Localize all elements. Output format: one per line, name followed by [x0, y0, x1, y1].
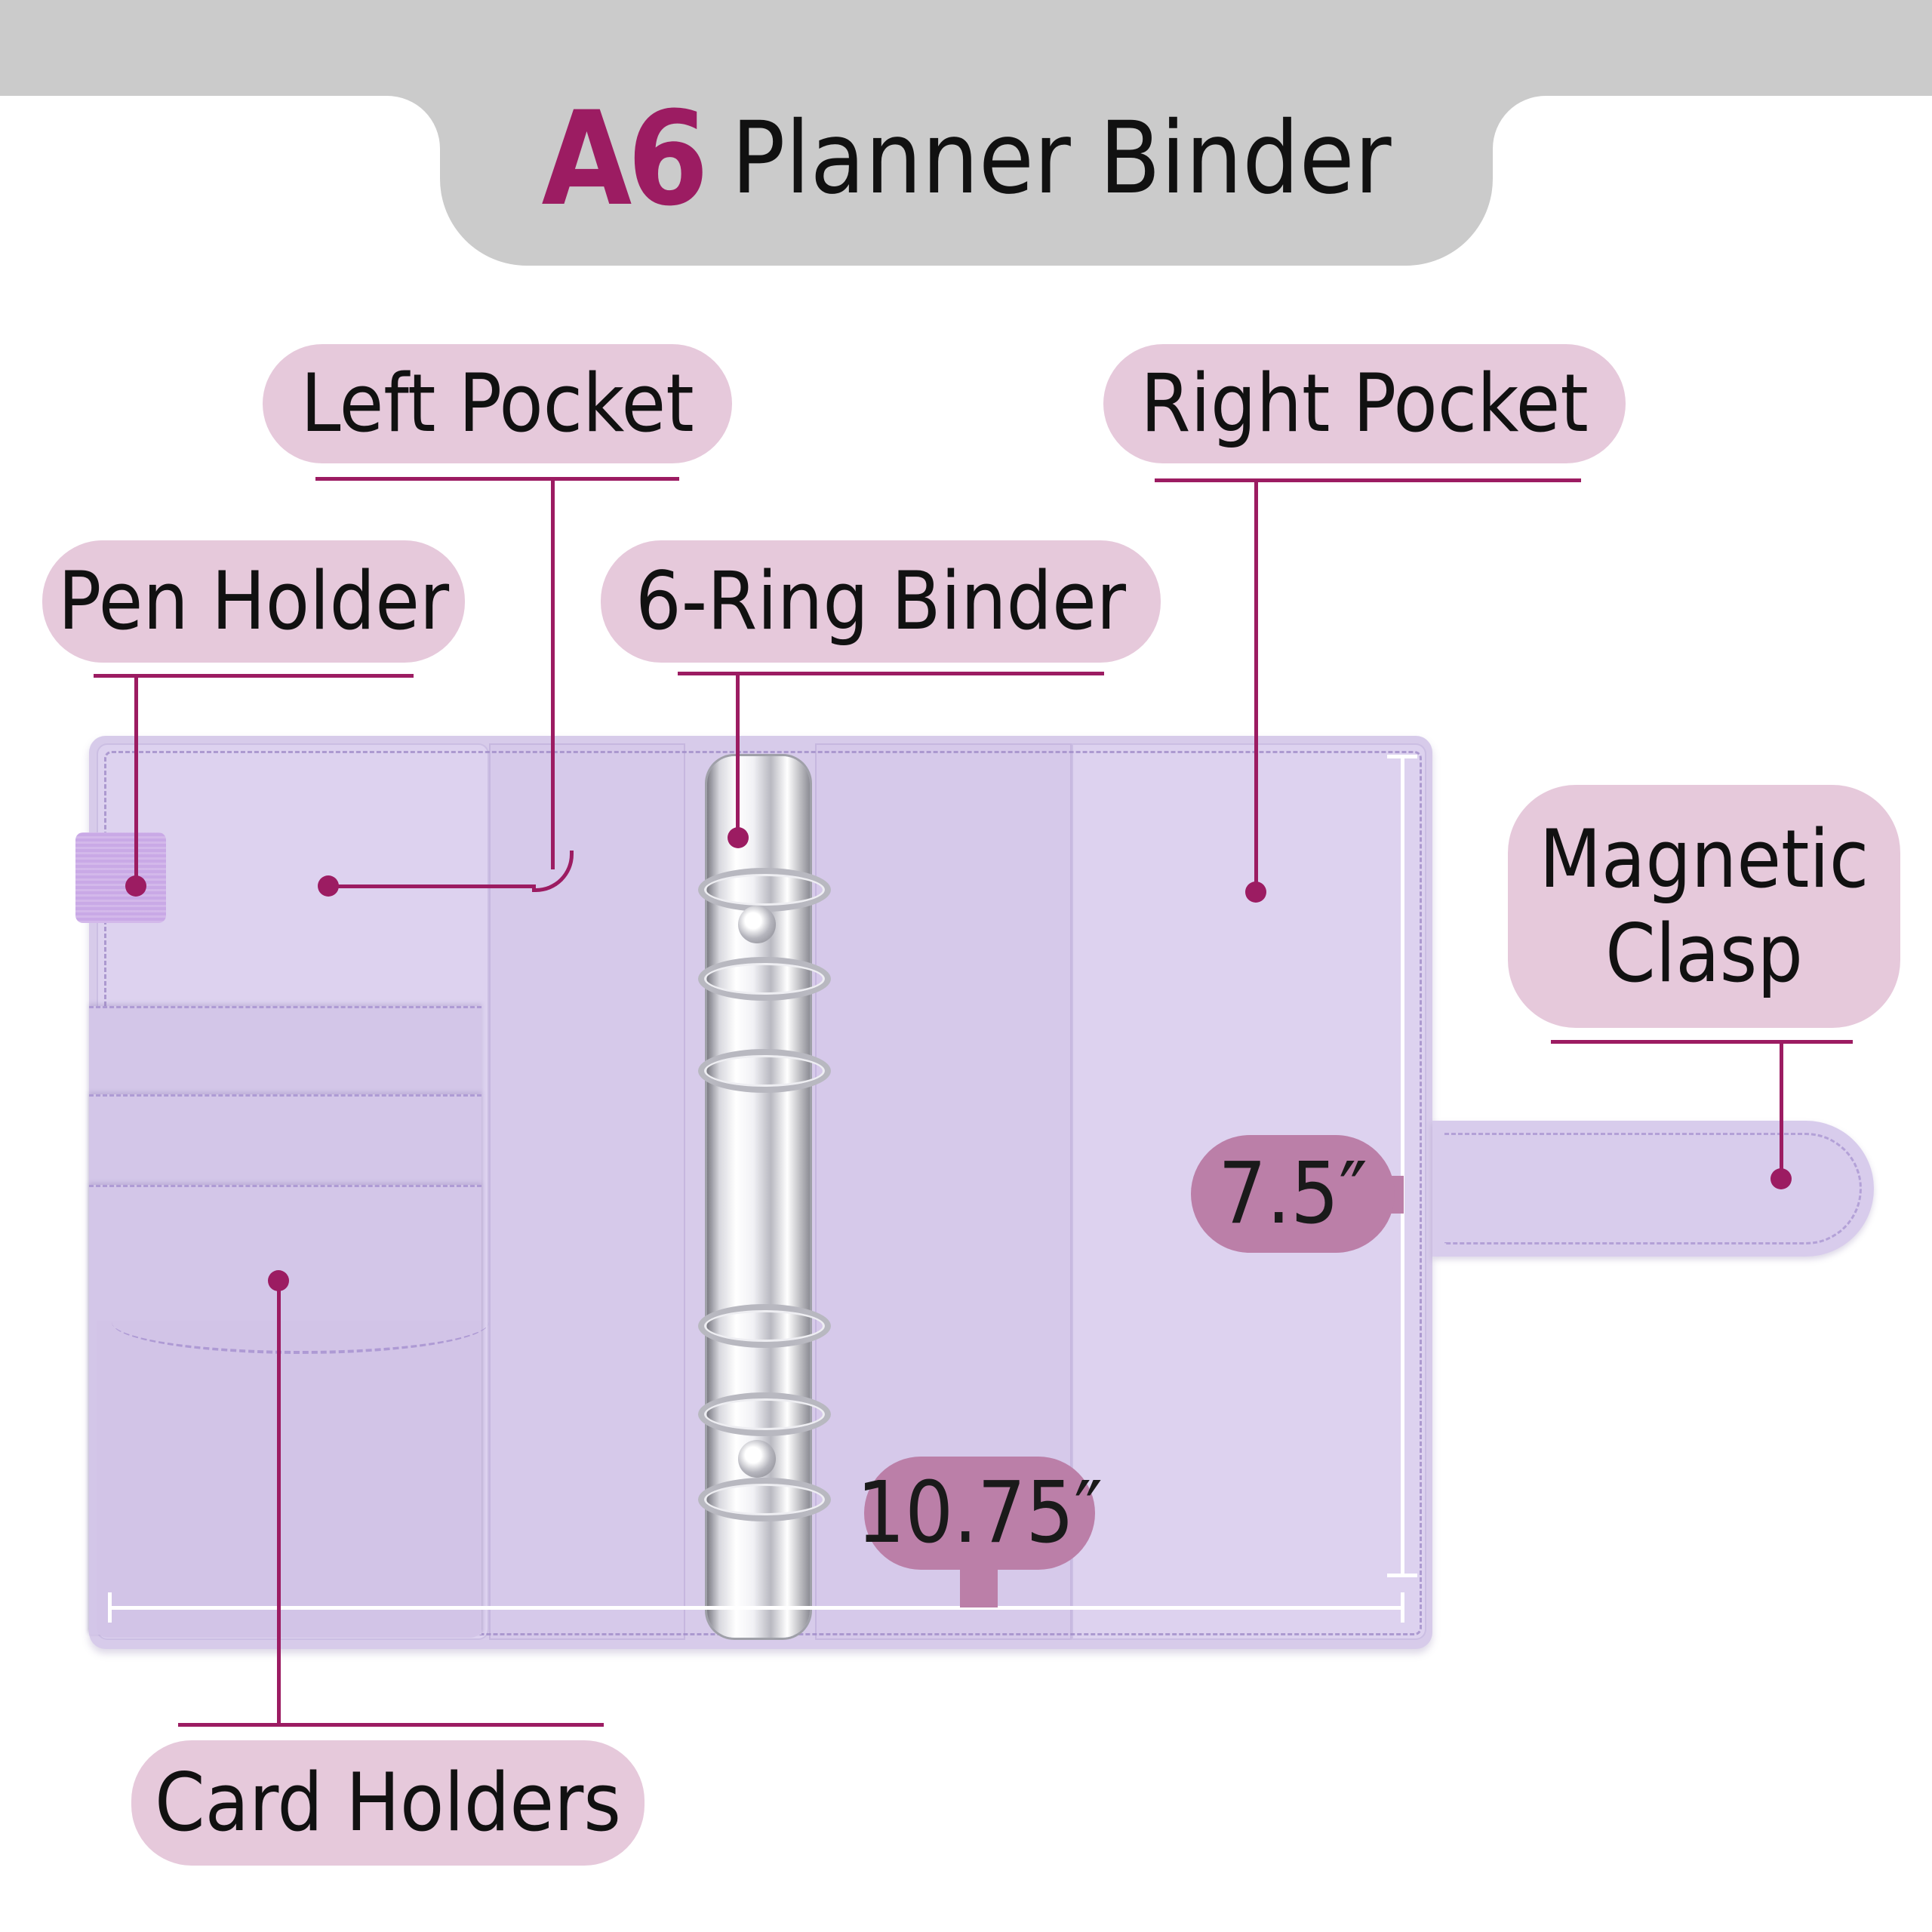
magnetic-clasp-strap [1432, 1121, 1874, 1257]
height-measure-cap-top [1387, 755, 1417, 758]
width-measure-line [109, 1606, 1404, 1610]
binder-rivet [738, 1440, 776, 1478]
binder-ring [698, 1304, 831, 1348]
right-pocket-leader [1254, 478, 1258, 891]
magnetic-clasp-line-2: Clasp [1605, 907, 1803, 1000]
right-pocket-label: Right Pocket [1103, 344, 1626, 463]
pen-loop [75, 832, 166, 923]
height-dimension: 7.5″ [1191, 1135, 1395, 1253]
header-tab [440, 75, 1493, 266]
magnetic-clasp-label: Magnetic Clasp [1508, 785, 1900, 1028]
pen-holder-marker [125, 875, 146, 897]
binder-ring [698, 1478, 831, 1521]
ring-binder-marker [728, 827, 749, 848]
height-measure-line [1401, 755, 1404, 1577]
ring-binder-underline [678, 672, 1104, 675]
binder-ring [698, 1392, 831, 1436]
binder-rivet [738, 906, 776, 943]
width-dimension: 10.75″ [857, 1457, 1103, 1570]
magnetic-clasp-label-content: Magnetic Clasp [1540, 812, 1869, 1001]
pen-holder-underline [94, 674, 414, 678]
ring-binder-leader [736, 672, 740, 836]
card-pocket [97, 1321, 489, 1638]
right-pocket-marker [1245, 881, 1266, 903]
magnetic-clasp-marker [1770, 1168, 1792, 1189]
header-tab-corner-left [334, 96, 440, 202]
card-holders-leader [277, 1281, 281, 1723]
left-pocket-leader-vertical [551, 477, 555, 869]
left-pocket-marker [318, 875, 339, 897]
binder-ring [698, 868, 831, 912]
magnetic-clasp-leader [1780, 1040, 1783, 1177]
card-holders-underline [178, 1723, 604, 1727]
page-title: A6 Planner Binder [440, 75, 1493, 242]
card-holders-label: Card Holders [131, 1740, 645, 1866]
left-pocket-underline [315, 477, 679, 481]
magnetic-clasp-underline [1551, 1040, 1853, 1044]
right-pocket-underline [1155, 478, 1581, 482]
ring-binder-label: 6-Ring Binder [601, 540, 1161, 663]
left-pocket-label: Left Pocket [263, 344, 732, 463]
pen-holder-label: Pen Holder [42, 540, 465, 663]
inner-left-flap [489, 743, 685, 1640]
binder-ring [698, 1049, 831, 1093]
left-pocket-leader-horizontal [328, 884, 536, 888]
width-measure-cap-right [1401, 1592, 1404, 1623]
magnetic-clasp-line-1: Magnetic [1539, 812, 1869, 906]
header-tab-corner-right [1493, 96, 1598, 202]
title-size: A6 [541, 82, 708, 235]
width-measure-cap-left [108, 1592, 112, 1623]
title-product: Planner Binder [731, 100, 1392, 217]
binder-ring [698, 957, 831, 1001]
pen-holder-leader [134, 674, 138, 885]
height-measure-cap-bottom [1387, 1574, 1417, 1577]
